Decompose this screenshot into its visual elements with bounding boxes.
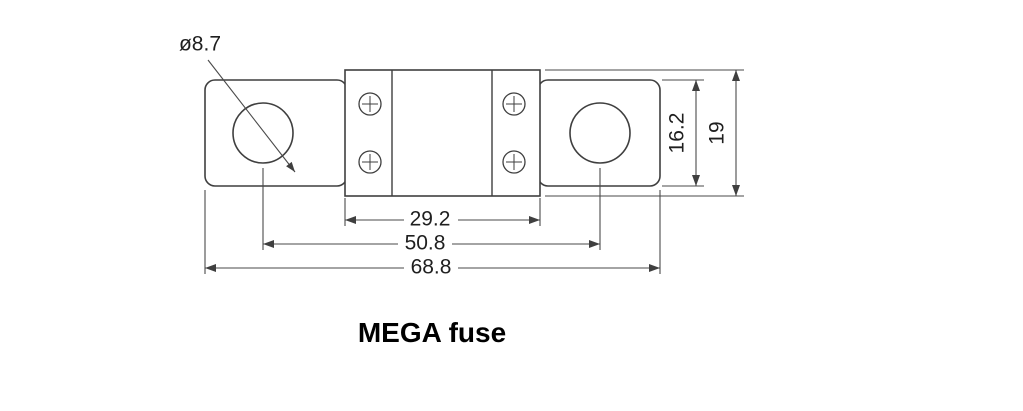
right-terminal-hole bbox=[569, 102, 631, 164]
dim-label-body-height: 19 bbox=[706, 121, 729, 144]
dimension-tab-height: 16.2 bbox=[662, 79, 704, 187]
screw-hole bbox=[502, 150, 526, 174]
arrowhead-left bbox=[263, 240, 274, 248]
dim-label-body-width: 29.2 bbox=[410, 208, 451, 231]
screw-hole bbox=[502, 92, 526, 116]
dimension-hole-diameter: ø8.7 bbox=[179, 33, 296, 173]
arrowhead-top bbox=[692, 80, 700, 91]
dimension-body-width: 29.2 bbox=[344, 198, 541, 231]
dimension-body-height: 19 bbox=[545, 69, 744, 197]
arrowhead-right bbox=[529, 216, 540, 224]
fuse-body bbox=[344, 69, 541, 197]
dim-label-hole-spacing: 50.8 bbox=[405, 232, 446, 255]
arrowhead-right bbox=[649, 264, 660, 272]
fuse-part bbox=[204, 69, 661, 197]
dim-label-hole-diameter: ø8.7 bbox=[179, 33, 221, 56]
dim-label-overall-length: 68.8 bbox=[411, 256, 452, 279]
dim-label-tab-height: 16.2 bbox=[666, 113, 689, 154]
arrowhead-left bbox=[205, 264, 216, 272]
dimension-hole-spacing: 50.8 bbox=[262, 168, 601, 255]
arrowhead-bottom bbox=[732, 185, 740, 196]
leader-arrowhead bbox=[286, 161, 295, 172]
drawing-caption: MEGA fuse bbox=[358, 317, 506, 348]
left-terminal-hole bbox=[232, 102, 294, 164]
leader-line bbox=[207, 59, 296, 173]
dimension-overall-length: 68.8 bbox=[204, 190, 661, 279]
arrowhead-top bbox=[732, 70, 740, 81]
arrowhead-bottom bbox=[692, 175, 700, 186]
arrowhead-right bbox=[589, 240, 600, 248]
screw-hole bbox=[358, 92, 382, 116]
screw-hole bbox=[358, 150, 382, 174]
arrowhead-left bbox=[345, 216, 356, 224]
